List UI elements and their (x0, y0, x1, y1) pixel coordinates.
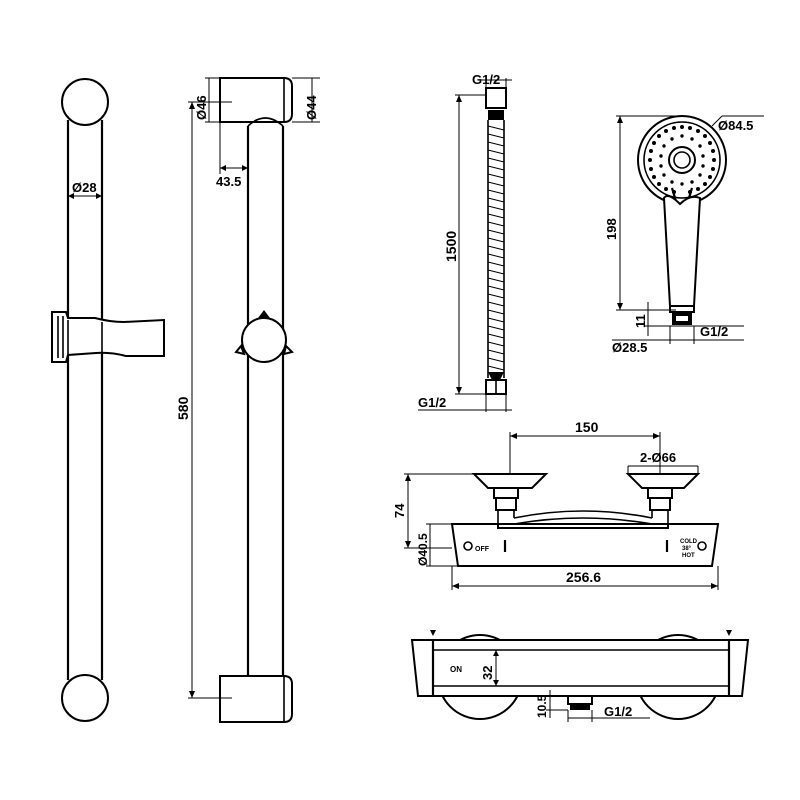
length-label: 256.6 (566, 569, 601, 585)
off-label: OFF (475, 546, 490, 553)
depth-label: 32 (480, 666, 495, 680)
height-74-label: 74 (392, 503, 407, 518)
handle-diameter-label: Ø28.5 (612, 340, 647, 355)
hose-bottom-thread-label: G1/2 (418, 395, 446, 410)
wall-offset-label: 43.5 (216, 174, 241, 189)
mount-diameter-label: Ø46 (194, 95, 209, 120)
height-label: 198 (604, 218, 619, 240)
head-diameter-label: Ø84.5 (718, 118, 753, 133)
slide-rail-side-view: Ø46 Ø44 43.5 580 (175, 77, 320, 723)
thread-label: G1/2 (700, 324, 728, 339)
hose-length-label: 1500 (443, 231, 459, 262)
body-diameter-label: Ø40.5 (416, 533, 430, 566)
temp-label: 38° (682, 546, 692, 552)
slide-rail-front-view: Ø28 (51, 78, 165, 722)
hand-shower-view: Ø84.5 198 11 G1/2 Ø28.5 (604, 115, 764, 355)
cold-label: COLD (680, 539, 698, 545)
connector-height-label: 11 (633, 314, 648, 328)
on-label: ON (450, 665, 462, 674)
rail-length-label: 580 (175, 396, 191, 420)
outlet-height-label: 10.5 (535, 694, 549, 718)
hose-view: G1/2 1500 G1/2 (418, 72, 512, 412)
outlet-thread-label: G1/2 (604, 704, 632, 719)
valve-front-view: OFF COLD 38° HOT 150 2-Ø66 74 Ø40.5 256.… (392, 419, 720, 590)
bar-diameter-label: Ø28 (72, 180, 97, 195)
valve-bottom-view: ON 32 10.5 G1/2 (410, 630, 750, 722)
hot-label: HOT (682, 553, 695, 559)
mount-outer-diameter-label: Ø44 (304, 95, 319, 120)
connector-spec-label: 2-Ø66 (640, 450, 676, 465)
center-distance-label: 150 (575, 419, 599, 435)
